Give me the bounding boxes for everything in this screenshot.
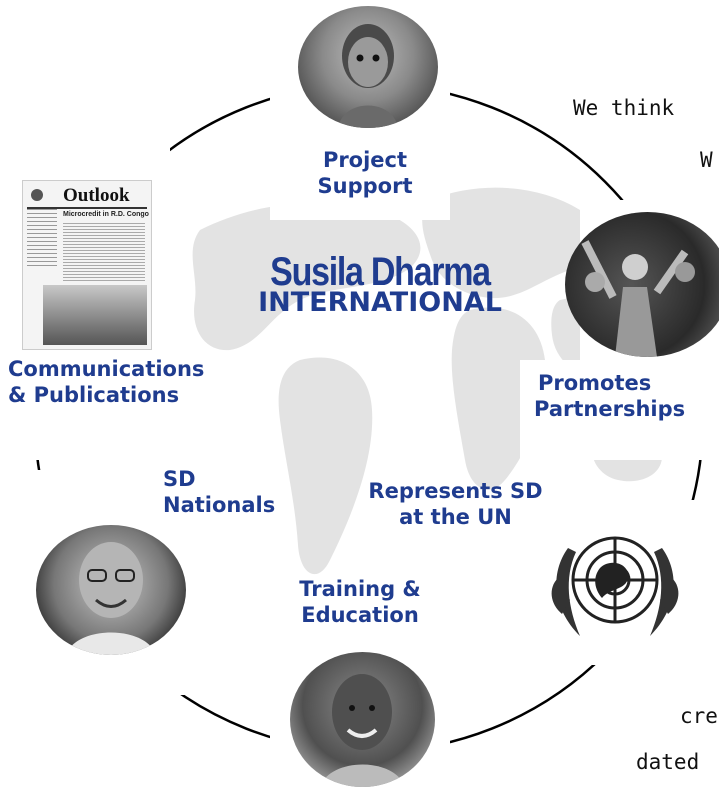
node-represents-un: Represents SD at the UN xyxy=(368,479,543,529)
side-text-line-2: W xyxy=(700,148,713,172)
title-line-1: Susila Dharma xyxy=(270,250,491,294)
newsletter-masthead: Outlook xyxy=(63,185,130,206)
node-promotes-partnerships: Promotes Partnerships xyxy=(534,371,686,421)
node-communications: Communications & Publications xyxy=(8,357,205,407)
side-text-line-1: We think xyxy=(573,96,675,120)
title-line-2: INTERNATIONAL xyxy=(258,287,502,318)
side-text-line-3: cre xyxy=(680,704,718,728)
newsletter-photo xyxy=(43,285,147,345)
crowd-photo-icon xyxy=(565,212,719,357)
node-training-education: Training & Education xyxy=(299,577,421,627)
un-emblem-icon xyxy=(540,518,690,653)
node-project-support: Project Support xyxy=(317,148,413,198)
node-sd-nationals: SD Nationals xyxy=(163,467,276,517)
portrait-man-glasses-icon xyxy=(36,525,186,655)
portrait-girl-icon xyxy=(298,6,438,128)
side-text-line-4: dated xyxy=(636,750,700,774)
newsletter-outlook: Outlook Microcredit in R.D. Congo xyxy=(22,180,152,350)
newsletter-headline: Microcredit in R.D. Congo xyxy=(63,211,149,218)
portrait-man-smiling-icon xyxy=(290,652,435,787)
world-map-watermark xyxy=(192,187,663,575)
organization-title: Susila Dharma INTERNATIONAL xyxy=(220,250,540,318)
brand-logo-icon xyxy=(31,189,43,201)
